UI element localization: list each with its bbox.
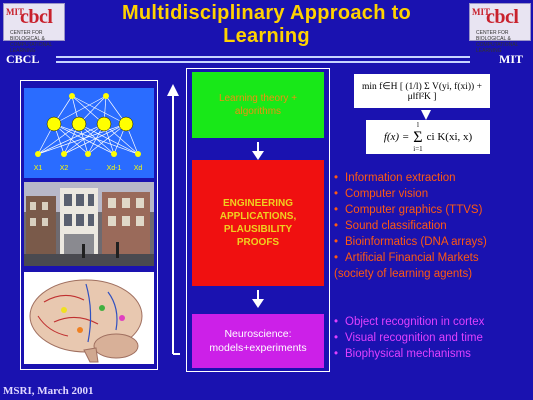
list-item: •Artificial Financial Markets xyxy=(334,252,479,264)
image-column-panel xyxy=(20,80,158,370)
regularization-equation: min f∈H [ (1/l) Σ V(yi, f(xi)) + μ‖f‖²K … xyxy=(354,74,490,108)
logo-mit-text: MIT xyxy=(472,7,490,17)
list-item: •Biophysical mechanisms xyxy=(334,348,471,360)
input-label-3: ... xyxy=(85,165,91,172)
list-item: •Bioinformatics (DNA arrays) xyxy=(334,236,487,248)
feedback-arrow xyxy=(167,84,180,355)
logo-tagline: CENTER FOR BIOLOGICAL & COMPUTATIONAL LE… xyxy=(476,30,519,54)
summation: l Σ i=1 xyxy=(413,121,422,154)
logo-brand-text: cbcl xyxy=(20,6,53,28)
header-rule-bottom xyxy=(56,61,470,63)
input-label-1: X1 xyxy=(34,165,43,172)
list-item: •Information extraction xyxy=(334,172,456,184)
engineering-box: ENGINEERING APPLICATIONS, PLAUSIBILITY P… xyxy=(192,160,324,286)
footer-text: MSRI, March 2001 xyxy=(3,385,94,397)
brain-image xyxy=(24,272,154,364)
list-item: •Visual recognition and time xyxy=(334,332,483,344)
mit-label: MIT xyxy=(499,52,523,66)
solution-lhs: f(x) = xyxy=(383,131,410,143)
engineering-label: ENGINEERING APPLICATIONS, PLAUSIBILITY P… xyxy=(219,198,297,248)
solution-equation: f(x) = l Σ i=1 ci K(xi, x) xyxy=(366,120,490,154)
neuroscience-label: Neuroscience: models+experiments xyxy=(209,328,307,354)
sum-lower: i=1 xyxy=(413,144,423,153)
title-line-2: Learning xyxy=(223,25,310,47)
list-item-note: (society of learning agents) xyxy=(334,268,473,280)
down-arrow-2 xyxy=(252,290,264,308)
neural-network-diagram: X1 X2 ... Xd-1 Xd xyxy=(24,88,154,178)
learning-theory-label: Learning theory + algorithms xyxy=(218,93,298,117)
input-label-5: Xd xyxy=(134,165,143,172)
list-item: •Computer graphics (TTVS) xyxy=(334,204,483,216)
list-item: •Computer vision xyxy=(334,188,429,200)
sum-upper: l xyxy=(416,120,419,129)
title-line-1: Multidisciplinary Approach to xyxy=(121,2,412,24)
learning-theory-box: Learning theory + algorithms xyxy=(192,72,324,138)
cbcl-label: CBCL xyxy=(6,52,40,66)
input-label-4: Xd-1 xyxy=(107,165,122,172)
cbcl-logo-left: MIT cbcl CENTER FOR BIOLOGICAL & COMPUTA… xyxy=(3,3,65,54)
logo-brand-text: cbcl xyxy=(486,6,519,28)
street-scene-photo xyxy=(24,182,154,266)
neuroscience-box: Neuroscience: models+experiments xyxy=(192,314,324,368)
input-label-2: X2 xyxy=(60,165,69,172)
logo-tagline: CENTER FOR BIOLOGICAL & COMPUTATIONAL LE… xyxy=(10,30,53,54)
regularization-formula: min f∈H [ (1/l) Σ V(yi, f(xi)) + μ‖f‖²K … xyxy=(362,81,482,102)
sum-symbol: Σ xyxy=(413,128,423,146)
neuroscience-list: •Object recognition in cortex •Visual re… xyxy=(334,314,484,362)
logo-mit-text: MIT xyxy=(6,7,24,17)
list-item: •Object recognition in cortex xyxy=(334,316,485,328)
cbcl-logo-right: MIT cbcl CENTER FOR BIOLOGICAL & COMPUTA… xyxy=(469,3,531,54)
list-item: •Sound classification xyxy=(334,220,447,232)
slide-title: Multidisciplinary Approach to Learning xyxy=(70,2,463,48)
solution-rhs: ci K(xi, x) xyxy=(426,131,473,143)
center-panel xyxy=(186,68,330,372)
equation-arrow xyxy=(421,110,431,120)
header-rule-top xyxy=(56,56,470,58)
engineering-list: •Information extraction •Computer vision… xyxy=(334,170,487,282)
down-arrow-1 xyxy=(252,142,264,160)
